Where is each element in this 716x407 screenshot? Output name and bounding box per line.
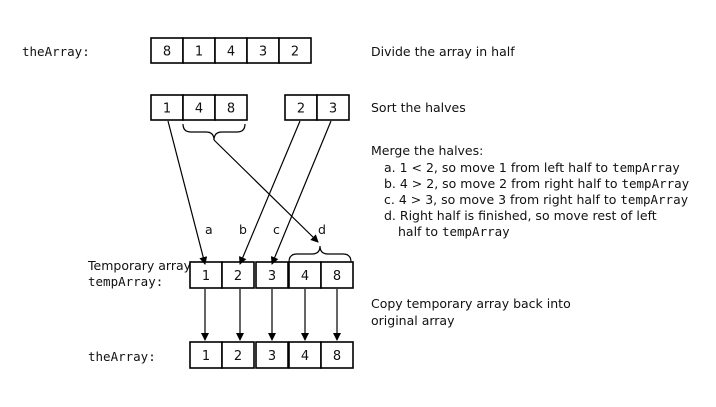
original-cell-box	[214, 37, 248, 64]
right-half-cell-2: 3	[316, 94, 350, 121]
original-cell-box	[278, 37, 312, 64]
temp-cell-3: 3	[255, 261, 289, 289]
final-cell-value: 2	[234, 349, 242, 364]
step-copy-line2: original array	[371, 313, 455, 328]
original-cell-value: 3	[259, 45, 267, 60]
original-cell-4: 3	[246, 37, 280, 64]
temp-cell-value: 4	[301, 269, 309, 284]
copy-arrows	[201, 289, 341, 341]
right-half-cell-box	[316, 94, 350, 121]
left-half-cell-box	[182, 94, 216, 121]
right-half-cell-value: 2	[297, 102, 305, 117]
temp-cell-value: 3	[268, 269, 276, 284]
original-cell-5: 2	[278, 37, 312, 64]
original-cell-2: 1	[182, 37, 216, 64]
final-cell-box	[255, 341, 289, 369]
temp-cell-value: 8	[333, 269, 341, 284]
temp-cell-4: 4	[288, 261, 322, 289]
arrow-label-a: a	[205, 222, 213, 237]
final-cell-value: 1	[202, 349, 210, 364]
final-cell-4: 4	[288, 341, 322, 369]
final-cell-box	[189, 341, 223, 369]
final-array: 1 2 3 4 8	[189, 341, 354, 369]
original-array: 8 1 4 3 2	[150, 37, 312, 64]
left-half-cell-value: 8	[227, 102, 235, 117]
original-cell-value: 4	[227, 45, 235, 60]
step-sort: Sort the halves	[371, 100, 466, 115]
temp-cell-value: 1	[202, 269, 210, 284]
arrow-label-b: b	[239, 222, 247, 237]
left-half-cell-value: 1	[163, 102, 171, 117]
left-half-cell-value: 4	[195, 102, 203, 117]
final-cell-value: 8	[333, 349, 341, 364]
arrow-b	[239, 120, 301, 265]
merge-item-a: a. 1 < 2, so move 1 from left half to te…	[384, 160, 680, 175]
arrow-label-c: c	[273, 222, 280, 237]
final-cell-1: 1	[189, 341, 223, 369]
original-cell-1: 8	[150, 37, 184, 64]
temp-cell-box	[320, 261, 354, 289]
final-cell-value: 3	[268, 349, 276, 364]
left-half-cell-box	[214, 94, 248, 121]
right-half-cell-box	[284, 94, 318, 121]
left-half-cell-3: 8	[214, 94, 248, 121]
final-array-label: theArray:	[88, 349, 156, 364]
temp-remainder-brace	[288, 245, 352, 263]
final-cell-value: 4	[301, 349, 309, 364]
step-divide: Divide the array in half	[371, 44, 515, 59]
final-cell-2: 2	[221, 341, 255, 369]
final-cell-3: 3	[255, 341, 289, 369]
final-cell-5: 8	[320, 341, 354, 369]
original-cell-box	[150, 37, 184, 64]
final-cell-box	[288, 341, 322, 369]
arrow-a	[167, 120, 208, 265]
original-array-label: theArray:	[22, 44, 90, 59]
original-cell-value: 2	[291, 45, 299, 60]
merge-item-c: c. 4 > 3, so move 3 from right half to t…	[384, 192, 689, 207]
merge-item-d-cont: half to tempArray	[398, 224, 510, 239]
original-cell-value: 8	[163, 45, 171, 60]
arrow-d	[213, 139, 319, 243]
original-cell-box	[182, 37, 216, 64]
left-half-cell-2: 4	[182, 94, 216, 121]
temp-array: 1 2 3 4 8	[189, 261, 354, 289]
temp-cell-5: 8	[320, 261, 354, 289]
temp-array-label-line2: tempArray:	[88, 274, 163, 289]
original-cell-value: 1	[195, 45, 203, 60]
temp-array-label-line1: Temporary array	[87, 258, 192, 273]
left-half-cell-1: 1	[150, 94, 184, 121]
temp-cell-box	[221, 261, 255, 289]
step-merge-title: Merge the halves:	[371, 143, 483, 158]
step-copy-line1: Copy temporary array back into	[371, 296, 571, 311]
original-cell-3: 4	[214, 37, 248, 64]
right-half-cell-1: 2	[284, 94, 318, 121]
right-half-cell-value: 3	[329, 102, 337, 117]
final-cell-box	[221, 341, 255, 369]
merge-item-b: b. 4 > 2, so move 2 from right half to t…	[384, 176, 690, 191]
left-remainder-brace	[182, 123, 246, 141]
left-half-array: 1 4 8	[150, 94, 248, 121]
final-cell-box	[320, 341, 354, 369]
temp-cell-2: 2	[221, 261, 255, 289]
arrow-c	[270, 120, 332, 265]
temp-cell-1: 1	[189, 261, 223, 289]
temp-cell-box	[255, 261, 289, 289]
temp-cell-value: 2	[234, 269, 242, 284]
arrow-label-d: d	[318, 222, 326, 237]
merge-item-d: d. Right half is finished, so move rest …	[384, 208, 657, 223]
